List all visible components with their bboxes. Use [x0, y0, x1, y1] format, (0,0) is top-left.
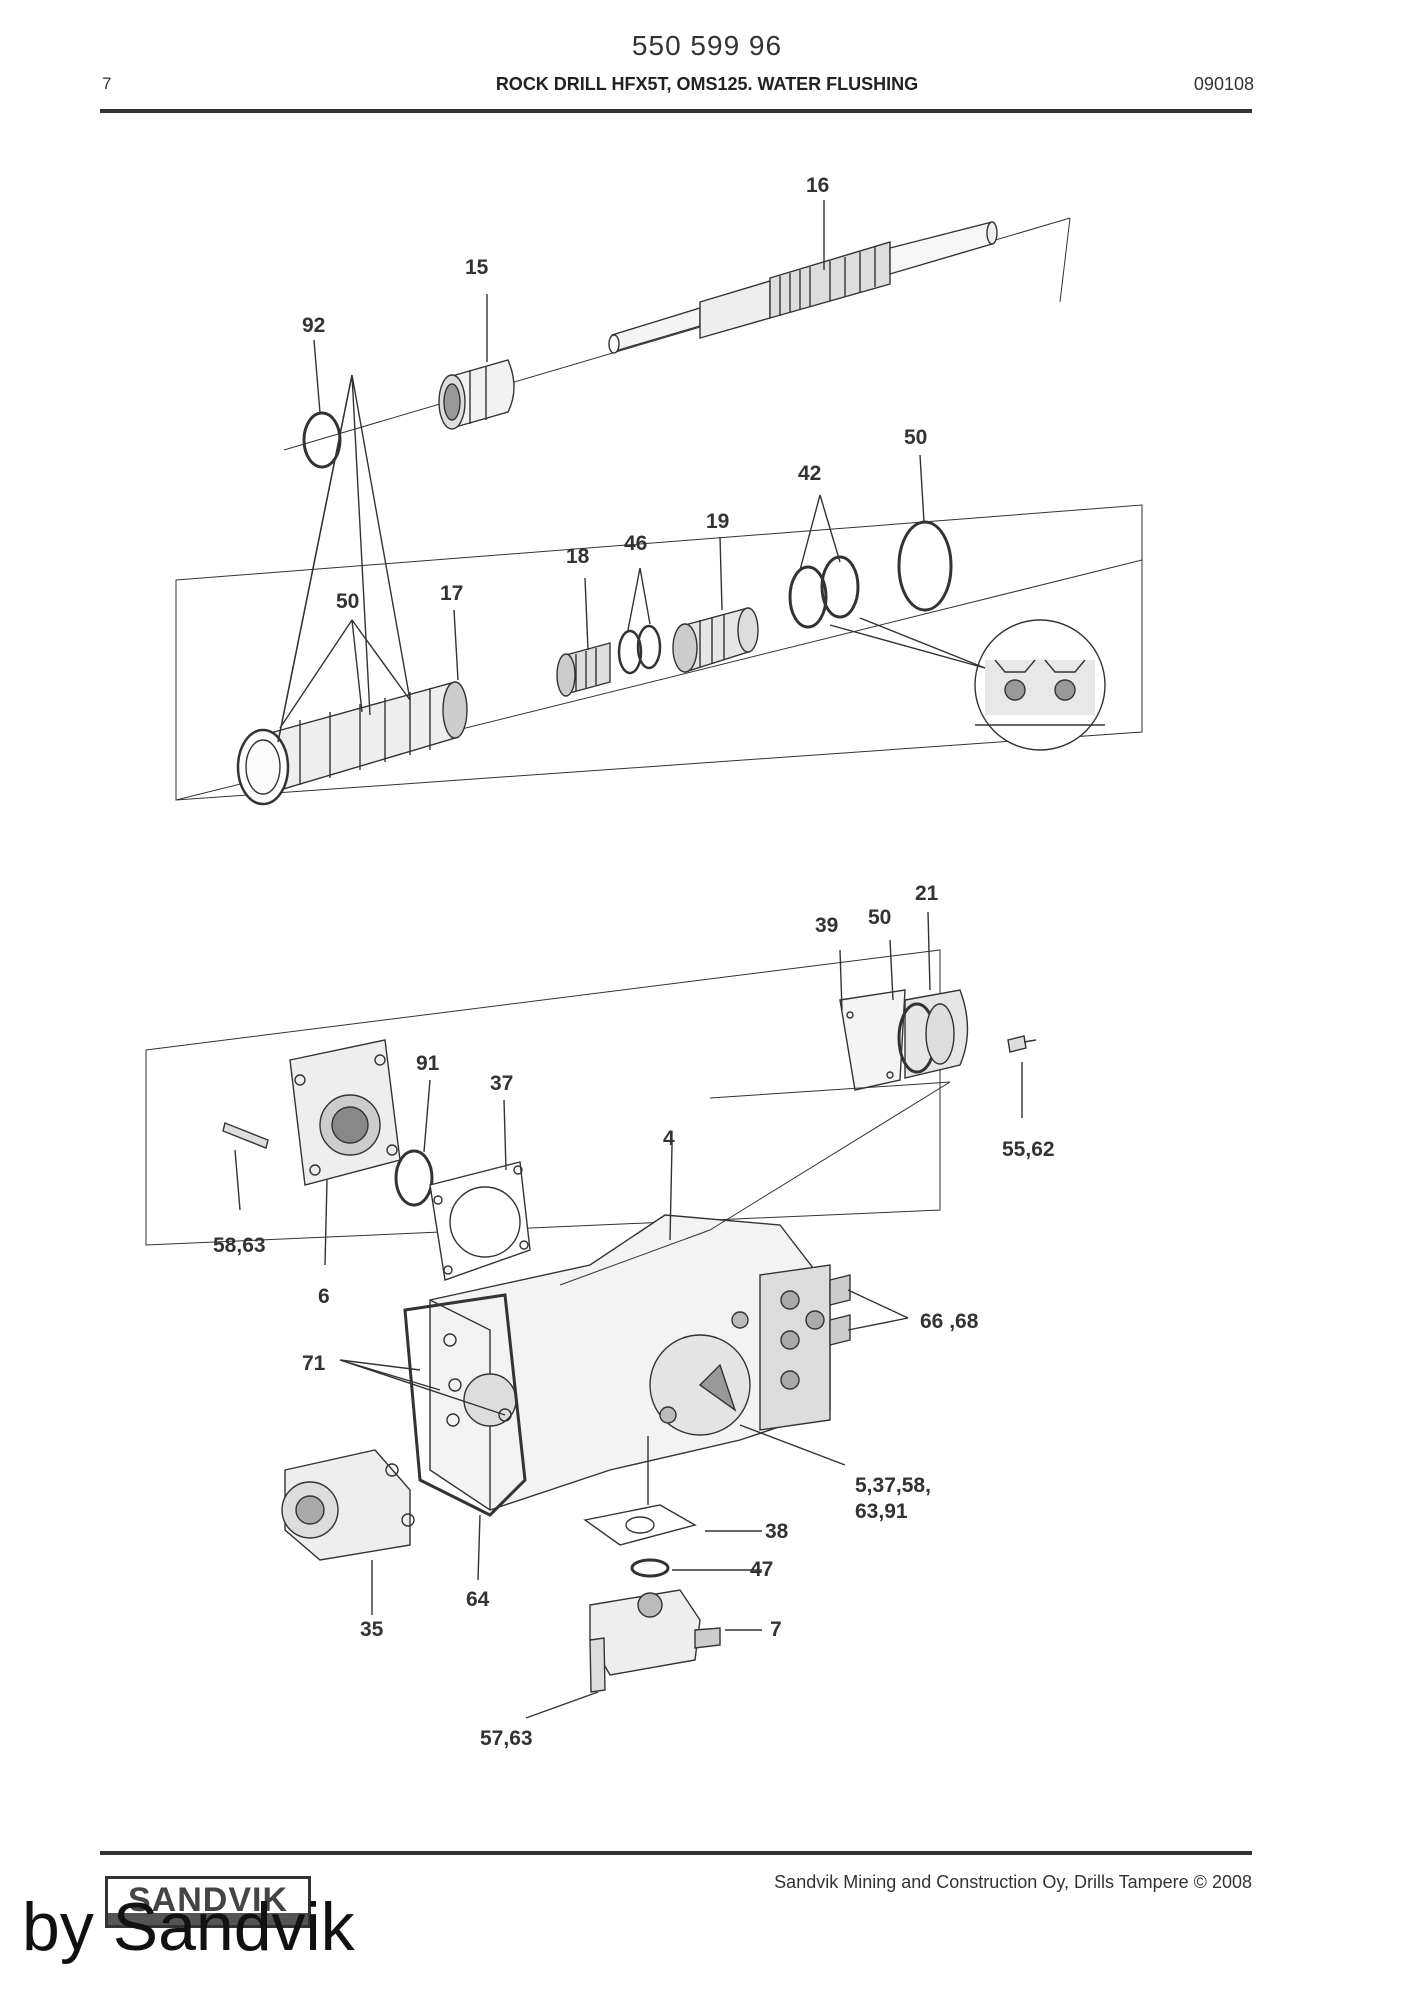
part-58-bolt	[222, 1122, 269, 1149]
copyright-text: Sandvik Mining and Construction Oy, Dril…	[774, 1872, 1252, 1892]
part-number-callouts: 16 15 92 50 42 19 46 18 17 50 21 50 39 9…	[213, 174, 1055, 1750]
callout-47: 47	[750, 1558, 773, 1581]
part-47-o-ring	[630, 1558, 670, 1578]
part-number: 550 599 96	[631, 30, 783, 61]
logo-text: SANDVIK	[127, 1881, 289, 1919]
callout-46: 46	[624, 532, 647, 555]
callout-18: 18	[566, 545, 590, 568]
callout-7: 7	[770, 1618, 782, 1641]
page-title: ROCK DRILL HFX5T, OMS125. WATER FLUSHING	[495, 74, 919, 94]
callout-39: 39	[815, 914, 838, 937]
part-18-spring	[556, 642, 611, 697]
callout-50: 50	[336, 590, 359, 613]
callout-50: 50	[904, 426, 927, 449]
callout-16: 16	[806, 174, 829, 197]
part-17-cylinder	[236, 681, 468, 806]
callout-57-63: 57,63	[480, 1727, 533, 1750]
part-42-o-ring-a	[788, 565, 828, 629]
callout-55-62: 55,62	[1002, 1138, 1055, 1161]
part-91-o-ring	[394, 1149, 434, 1207]
seal-detail-view	[974, 619, 1106, 751]
part-4-housing	[429, 1214, 851, 1511]
watermark-text: by Sandvik	[22, 1889, 355, 1965]
callout-37: 37	[490, 1072, 513, 1095]
part-6-cover	[289, 1039, 401, 1186]
callout-38: 38	[765, 1520, 789, 1543]
part-55-screw	[1007, 1035, 1037, 1053]
part-92-o-ring	[302, 411, 342, 469]
part-35-motor	[281, 1449, 415, 1561]
part-7-valve	[589, 1589, 721, 1676]
header-rule	[100, 109, 1252, 113]
part-50-o-ring	[897, 520, 953, 612]
callout-50: 50	[868, 906, 891, 929]
part-46-o-ring-b	[636, 624, 662, 670]
part-15-sleeve	[438, 359, 515, 430]
callout-5-37-58: 5,37,58,	[855, 1474, 931, 1497]
logo-bar	[108, 1913, 308, 1925]
part-21-flange	[839, 989, 969, 1091]
part-38-gasket	[583, 1504, 697, 1546]
part-37-gasket	[429, 1161, 531, 1281]
seal-group	[175, 374, 1143, 806]
sandvik-logo: SANDVIK	[105, 1876, 311, 1928]
part-57-bolt	[589, 1637, 606, 1693]
part-16-shaft	[608, 221, 998, 354]
callout-4: 4	[663, 1127, 675, 1150]
callout-92: 92	[302, 314, 325, 337]
callout-21: 21	[915, 882, 939, 905]
callout-64: 64	[466, 1588, 490, 1611]
callout-91: 91	[416, 1052, 440, 1075]
callout-6: 6	[318, 1285, 330, 1308]
callout-17: 17	[440, 582, 463, 605]
callout-35: 35	[360, 1618, 384, 1641]
callout-58-63: 58,63	[213, 1234, 266, 1257]
callout-42: 42	[798, 462, 821, 485]
callout-66-68: 66 ,68	[920, 1310, 979, 1333]
callout-63-91: 63,91	[855, 1500, 908, 1523]
callout-71: 71	[302, 1352, 326, 1375]
callout-19: 19	[706, 510, 729, 533]
part-64-seal	[403, 1293, 527, 1517]
part-46-o-ring-a	[617, 629, 643, 675]
revision-date: 090108	[1193, 74, 1254, 94]
footer-rule	[100, 1851, 1252, 1855]
part-42-o-ring-b	[820, 555, 860, 619]
housing-group	[145, 911, 1037, 1719]
page-number: 7	[102, 74, 112, 93]
callout-15: 15	[465, 256, 489, 279]
part-19-bushing	[672, 607, 759, 673]
shaft-group	[283, 200, 1071, 469]
